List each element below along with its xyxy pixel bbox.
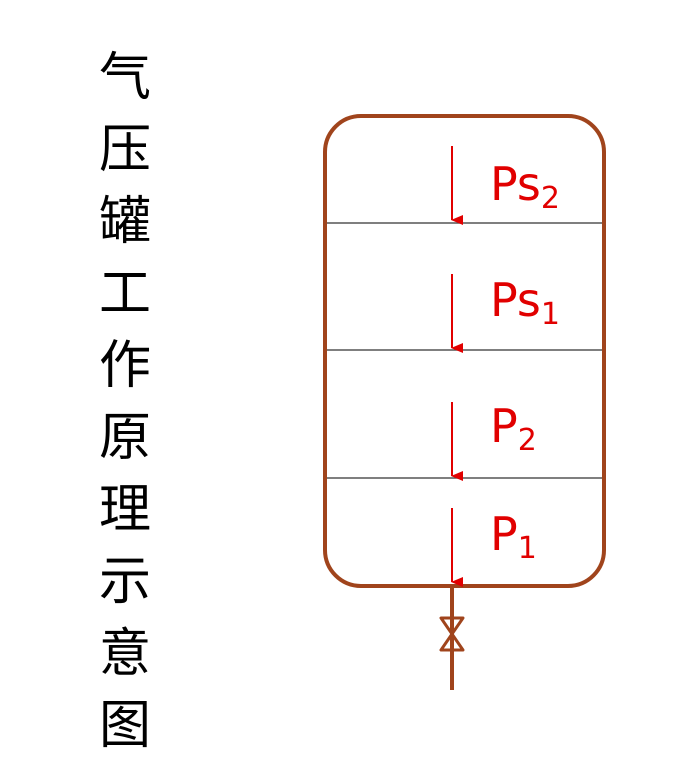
label-p1: P1 bbox=[490, 507, 537, 566]
tank-body bbox=[323, 114, 606, 588]
label-ps1: Ps1 bbox=[490, 273, 560, 332]
valve-icon bbox=[439, 616, 465, 652]
title-char: 气 bbox=[98, 48, 151, 108]
title-char: 原 bbox=[98, 408, 151, 468]
label-p2: P2 bbox=[490, 399, 537, 458]
title-char: 图 bbox=[98, 696, 151, 756]
title-char: 工 bbox=[98, 264, 151, 324]
title-char: 意 bbox=[98, 624, 151, 684]
vertical-title: 气 压 罐 工 作 原 理 示 意 图 bbox=[90, 42, 160, 762]
title-char: 作 bbox=[98, 336, 151, 396]
label-ps2: Ps2 bbox=[490, 157, 560, 216]
title-char: 示 bbox=[98, 552, 151, 612]
title-char: 压 bbox=[98, 120, 151, 180]
title-char: 理 bbox=[98, 480, 151, 540]
title-char: 罐 bbox=[98, 192, 151, 252]
